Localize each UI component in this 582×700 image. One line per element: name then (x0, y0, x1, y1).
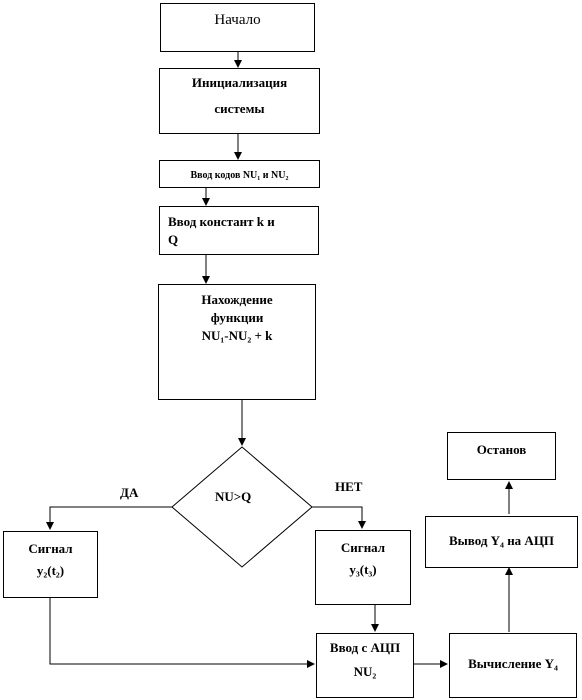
stop-box: Останов (447, 432, 556, 480)
compute-box: Вычисление Y₄ (449, 633, 577, 698)
signal-y2-box: Сигнал y₂(t₂) (3, 531, 98, 598)
yes-label: ДА (120, 485, 139, 500)
find-function-box: Нахождение функции NU₁-NU₂ + k (158, 284, 316, 400)
decision-label: NU>Q (215, 489, 252, 504)
arrow-no-branch (312, 506, 366, 529)
decision-diamond (171, 446, 313, 568)
output-box: Вывод Y₄ на АЦП (425, 516, 578, 568)
adc-label-line2: NU₂ (353, 664, 377, 679)
find-label-line3: NU₁-NU₂ + k (201, 328, 273, 343)
signal-y2-label-line2: y₂(t₂) (36, 563, 65, 578)
arrow-y2-to-adc (49, 598, 315, 668)
start-label: Начало (214, 12, 261, 28)
input-codes-box: Ввод кодов NU₁ и NU₂ (159, 160, 320, 188)
arrow-yes-branch (46, 506, 172, 530)
adc-label-line1: Ввод с АЦП (329, 640, 401, 655)
input-consts-box: Ввод констант k и Q (159, 206, 319, 255)
input-codes-label: Ввод кодов NU₁ и NU₂ (190, 170, 289, 181)
input-consts-label-line2: Q (168, 232, 179, 247)
output-label: Вывод Y₄ на АЦП (448, 533, 555, 548)
adc-input-box: Ввод с АЦП NU₂ (316, 633, 414, 698)
signal-y3-label-line2: y₃(t₃) (349, 562, 377, 577)
signal-y3-label-line1: Сигнал (340, 540, 386, 555)
init-box: Инициализация системы (159, 68, 320, 134)
input-consts-label-line1: Ввод констант k и (168, 214, 275, 229)
init-label-line2: системы (214, 101, 265, 116)
start-box: Начало (160, 3, 315, 52)
init-label-line1: Инициализация (191, 75, 288, 90)
find-label-line1: Нахождение (201, 292, 273, 307)
stop-label: Останов (476, 442, 527, 457)
no-label: НЕТ (335, 479, 363, 494)
compute-label: Вычисление Y₄ (468, 656, 558, 671)
find-label-line2: функции (210, 310, 264, 325)
signal-y2-label-line1: Сигнал (28, 541, 73, 556)
signal-y3-box: Сигнал y₃(t₃) (315, 530, 411, 605)
